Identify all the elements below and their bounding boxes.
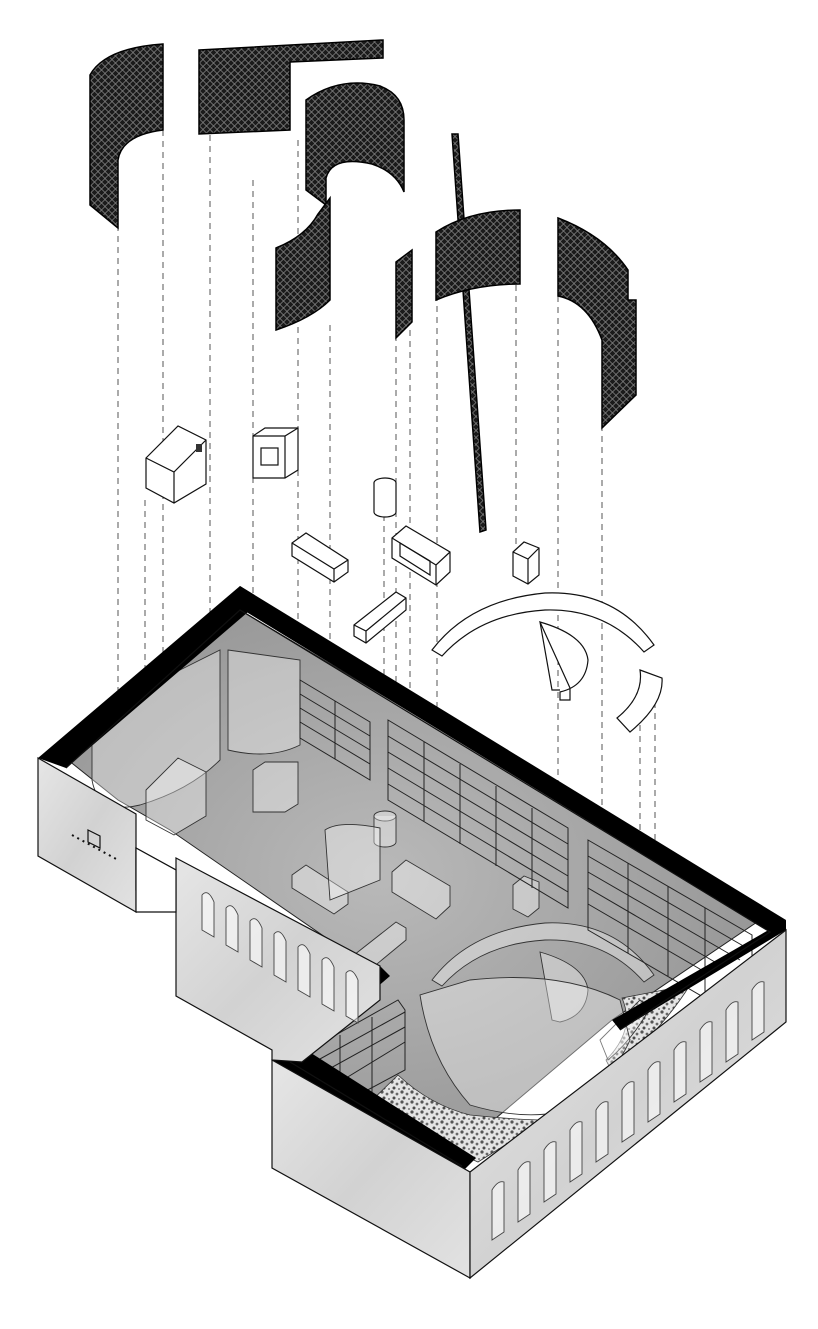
entrance-opening <box>135 846 177 913</box>
curved-screen-1 <box>89 43 164 230</box>
bench-2 <box>353 591 407 644</box>
curved-screen-3 <box>275 195 331 332</box>
wall-arches-middle <box>201 892 359 1024</box>
open-display-box <box>391 525 451 586</box>
left-wall-marks <box>71 834 119 861</box>
shelf-unit-back-center <box>387 719 569 909</box>
floor-plan-base <box>37 586 787 1280</box>
curved-reception-desk <box>431 592 655 657</box>
cut-walls <box>38 586 786 1172</box>
curved-screen-4 <box>435 209 521 302</box>
diagonal-blade-screen <box>451 133 487 534</box>
flat-screen-panel <box>198 39 384 135</box>
narrow-screen <box>395 248 413 340</box>
curved-screen-5 <box>557 216 637 430</box>
cabinet-left <box>145 425 207 504</box>
shelving-units <box>299 679 753 1112</box>
bench-1 <box>291 532 349 583</box>
wall-arches-right <box>491 981 765 1241</box>
curved-screen-2 <box>305 82 405 207</box>
small-pedestal <box>512 541 540 585</box>
furniture-blocks <box>145 425 540 644</box>
shelf-unit-back-left <box>299 679 371 781</box>
floor-ghost-furniture <box>91 649 655 1116</box>
display-cube <box>252 427 299 479</box>
reception-desk-and-table <box>431 592 663 733</box>
half-round-table <box>538 621 589 701</box>
cylinder-stool <box>373 477 397 518</box>
perforated-curved-screens <box>89 39 637 534</box>
pebble-area-front <box>361 1074 547 1163</box>
curved-side-desk <box>616 669 663 733</box>
